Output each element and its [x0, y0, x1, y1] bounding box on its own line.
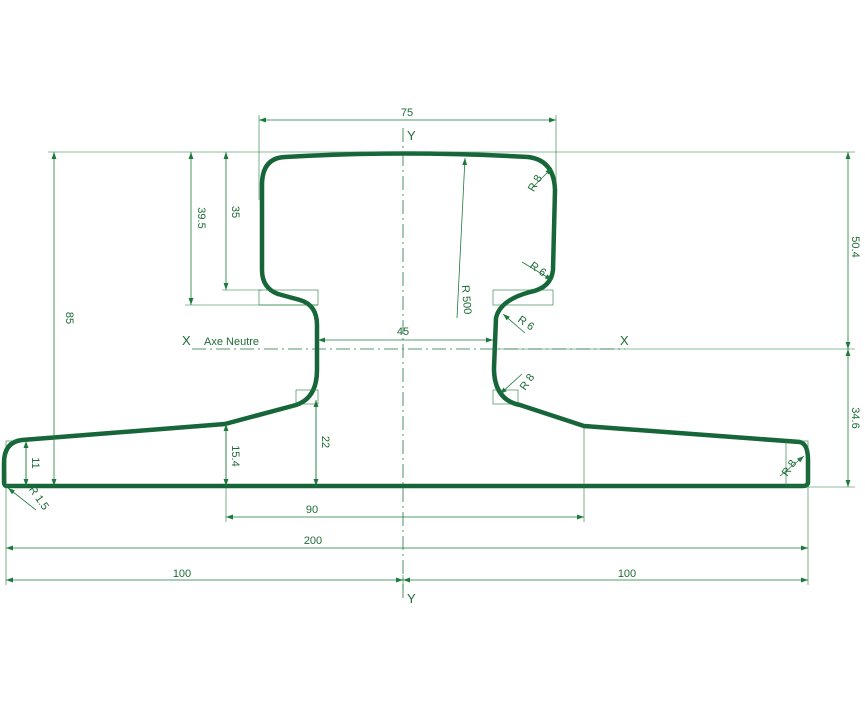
dim-foot-mid-height: 15.4: [229, 445, 241, 466]
radius-head-top-corner: R 8: [526, 173, 545, 194]
radius-head-top-arc: R 500: [459, 285, 474, 315]
dim-web-width: 45: [397, 326, 409, 338]
x-axis-left-label: X: [182, 333, 191, 348]
radius-web-upper-fillet: R 6: [515, 314, 536, 334]
y-axis-top-label: Y: [407, 128, 416, 143]
dim-head-depth-outer: 39.5: [195, 207, 207, 228]
radius-leaders: [7, 157, 805, 511]
dim-lower-to-neutral: 34.6: [849, 407, 861, 428]
x-axis-right-label: X: [620, 333, 629, 348]
y-axis-bottom-label: Y: [407, 591, 416, 606]
dim-half-left: 100: [173, 568, 191, 580]
radius-foot-tip: R 8: [780, 458, 800, 479]
extension-lines: [5, 115, 855, 590]
radius-foot-bottom-corner: R 1.5: [26, 484, 51, 512]
dim-foot-mid-width: 90: [306, 504, 318, 516]
dim-total-width: 200: [304, 535, 322, 547]
dim-half-right: 100: [618, 568, 636, 580]
dim-total-height: 85: [63, 312, 75, 324]
neutral-axis-label: Axe Neutre: [204, 336, 259, 348]
dim-upper-to-neutral: 50.4: [849, 236, 861, 257]
dim-foot-web-height: 22: [319, 436, 331, 448]
rail-profile-outline: [1, 151, 811, 489]
dim-head-width: 75: [401, 107, 413, 119]
dim-head-depth-inner: 35: [229, 206, 241, 218]
radius-head-lower-corner: R 6: [527, 260, 548, 280]
dim-foot-edge-height: 11: [29, 457, 41, 468]
